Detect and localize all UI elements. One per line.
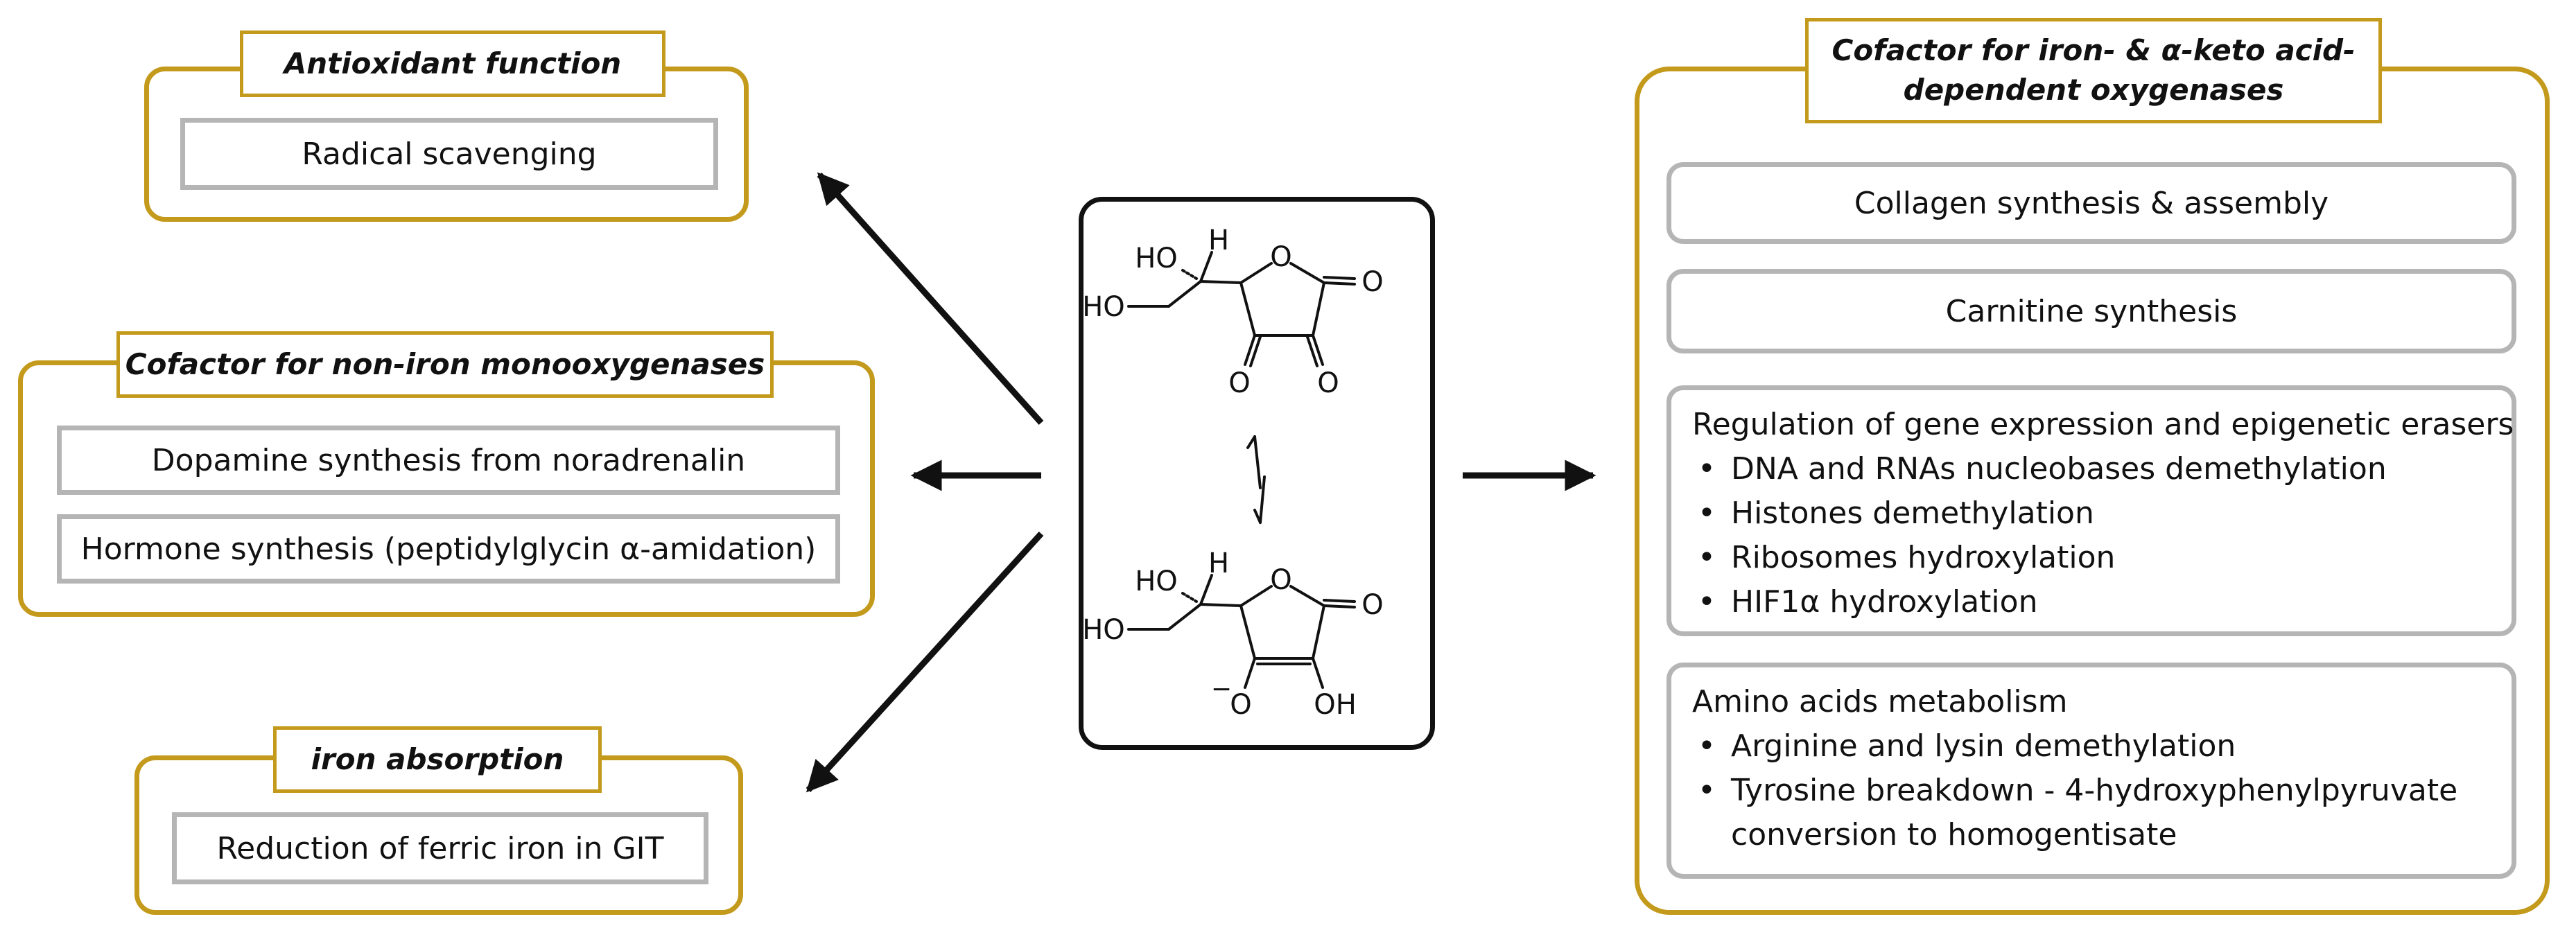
carnitine-synthesis-item: Carnitine synthesis: [1666, 269, 2516, 353]
gene-regulation-heading: Regulation of gene expression and epigen…: [1692, 407, 2514, 442]
bottom-minus-sign: −: [1211, 675, 1232, 703]
ferric-iron-item: Reduction of ferric iron in GIT: [172, 812, 708, 884]
bottom-ho-upper: HO: [1135, 566, 1178, 597]
top-h: H: [1208, 225, 1229, 256]
amino-acids-list: Arginine and lysin demethylation Tyrosin…: [1692, 724, 2491, 813]
amino-acids-heading: Amino acids metabolism: [1692, 684, 2068, 719]
iron-oxygenases-title-line1: Cofactor for iron- & α-keto acid-: [1831, 33, 2356, 68]
non-iron-title: Cofactor for non-iron monooxygenases: [116, 331, 774, 398]
collagen-synthesis-item: Collagen synthesis & assembly: [1666, 162, 2516, 244]
top-o-ring: O: [1270, 241, 1291, 273]
top-ho-upper: HO: [1135, 243, 1178, 274]
bottom-o-right: O: [1361, 589, 1383, 621]
bottom-h: H: [1208, 548, 1229, 579]
arrow-to-iron-absorption: [806, 531, 1044, 793]
top-o-bottom-left: O: [1228, 367, 1250, 399]
dopamine-synthesis-item: Dopamine synthesis from noradrenalin: [57, 426, 840, 495]
iron-oxygenases-title: Cofactor for iron- & α-keto acid- depend…: [1805, 18, 2382, 123]
list-item: DNA and RNAs nucleobases demethylation: [1692, 447, 2491, 491]
top-o-right: O: [1361, 266, 1383, 298]
bottom-ho-lower: HO: [1082, 614, 1125, 646]
iron-absorption-title: iron absorption: [273, 726, 602, 793]
list-item: Arginine and lysin demethylation: [1692, 724, 2491, 769]
iron-oxygenases-title-line2: dependent oxygenases: [1903, 73, 2284, 107]
radical-scavenging-item: Radical scavenging: [180, 118, 718, 190]
list-item: HIF1α hydroxylation: [1692, 580, 2491, 624]
bottom-o-ring: O: [1270, 564, 1291, 596]
arrow-to-antioxidant: [817, 172, 1044, 425]
antioxidant-title: Antioxidant function: [240, 30, 665, 97]
gene-regulation-box: Regulation of gene expression and epigen…: [1666, 385, 2516, 636]
list-item: Ribosomes hydroxylation: [1692, 536, 2491, 580]
list-item: Tyrosine breakdown - 4-hydroxyphenylpyru…: [1692, 769, 2491, 813]
top-o-bottom-right: O: [1317, 367, 1339, 399]
list-item: Histones demethylation: [1692, 491, 2491, 536]
bottom-o-minus: O: [1230, 689, 1251, 721]
hormone-synthesis-item: Hormone synthesis (peptidylglycin α-amid…: [57, 514, 840, 584]
amino-acids-box: Amino acids metabolism Arginine and lysi…: [1666, 663, 2516, 879]
amino-acids-continuation: conversion to homogentisate: [1731, 817, 2177, 852]
gene-regulation-list: DNA and RNAs nucleobases demethylation H…: [1692, 447, 2491, 624]
top-ho-lower: HO: [1082, 291, 1125, 323]
bottom-oh: OH: [1314, 689, 1357, 721]
ascorbate-structures: HO H HO O O O O HO H HO O O O − OH: [1082, 225, 1384, 721]
